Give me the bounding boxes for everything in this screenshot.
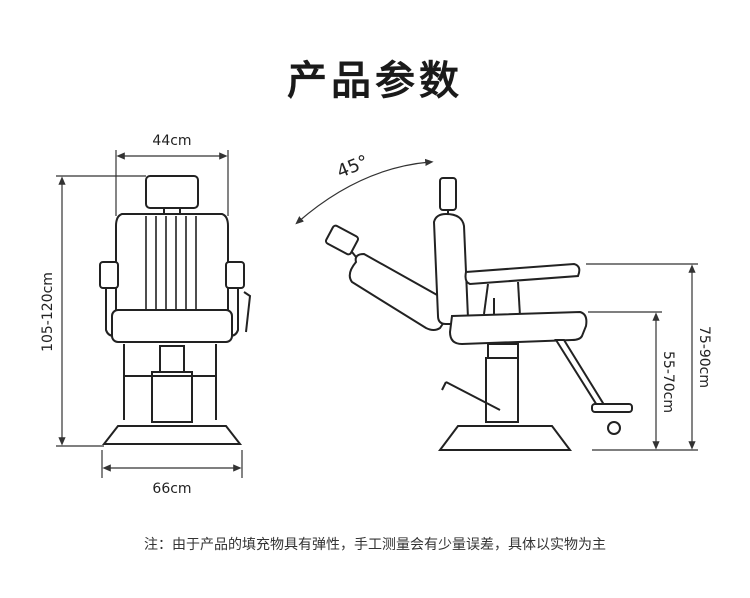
front-height-label: 105-120cm	[40, 272, 56, 352]
side-dim-armrest-height	[586, 263, 698, 451]
front-dim-width-base	[101, 450, 243, 478]
recline-angle-arc	[295, 158, 434, 225]
front-view-chair	[99, 175, 252, 445]
page-title: 产品参数	[287, 58, 463, 104]
front-width-top-label: 44cm	[152, 133, 191, 149]
armrest-height-label: 75-90cm	[696, 326, 712, 388]
front-dim-height	[56, 175, 146, 447]
footnote: 注：由于产品的填充物具有弹性，手工测量会有少量误差，具体以实物为主	[144, 537, 606, 553]
front-width-base-label: 66cm	[152, 481, 191, 497]
front-dim-width-top	[115, 150, 229, 216]
side-dim-seat-height	[588, 311, 662, 450]
side-view-chair	[325, 177, 633, 451]
seat-height-label: 55-70cm	[660, 351, 676, 413]
